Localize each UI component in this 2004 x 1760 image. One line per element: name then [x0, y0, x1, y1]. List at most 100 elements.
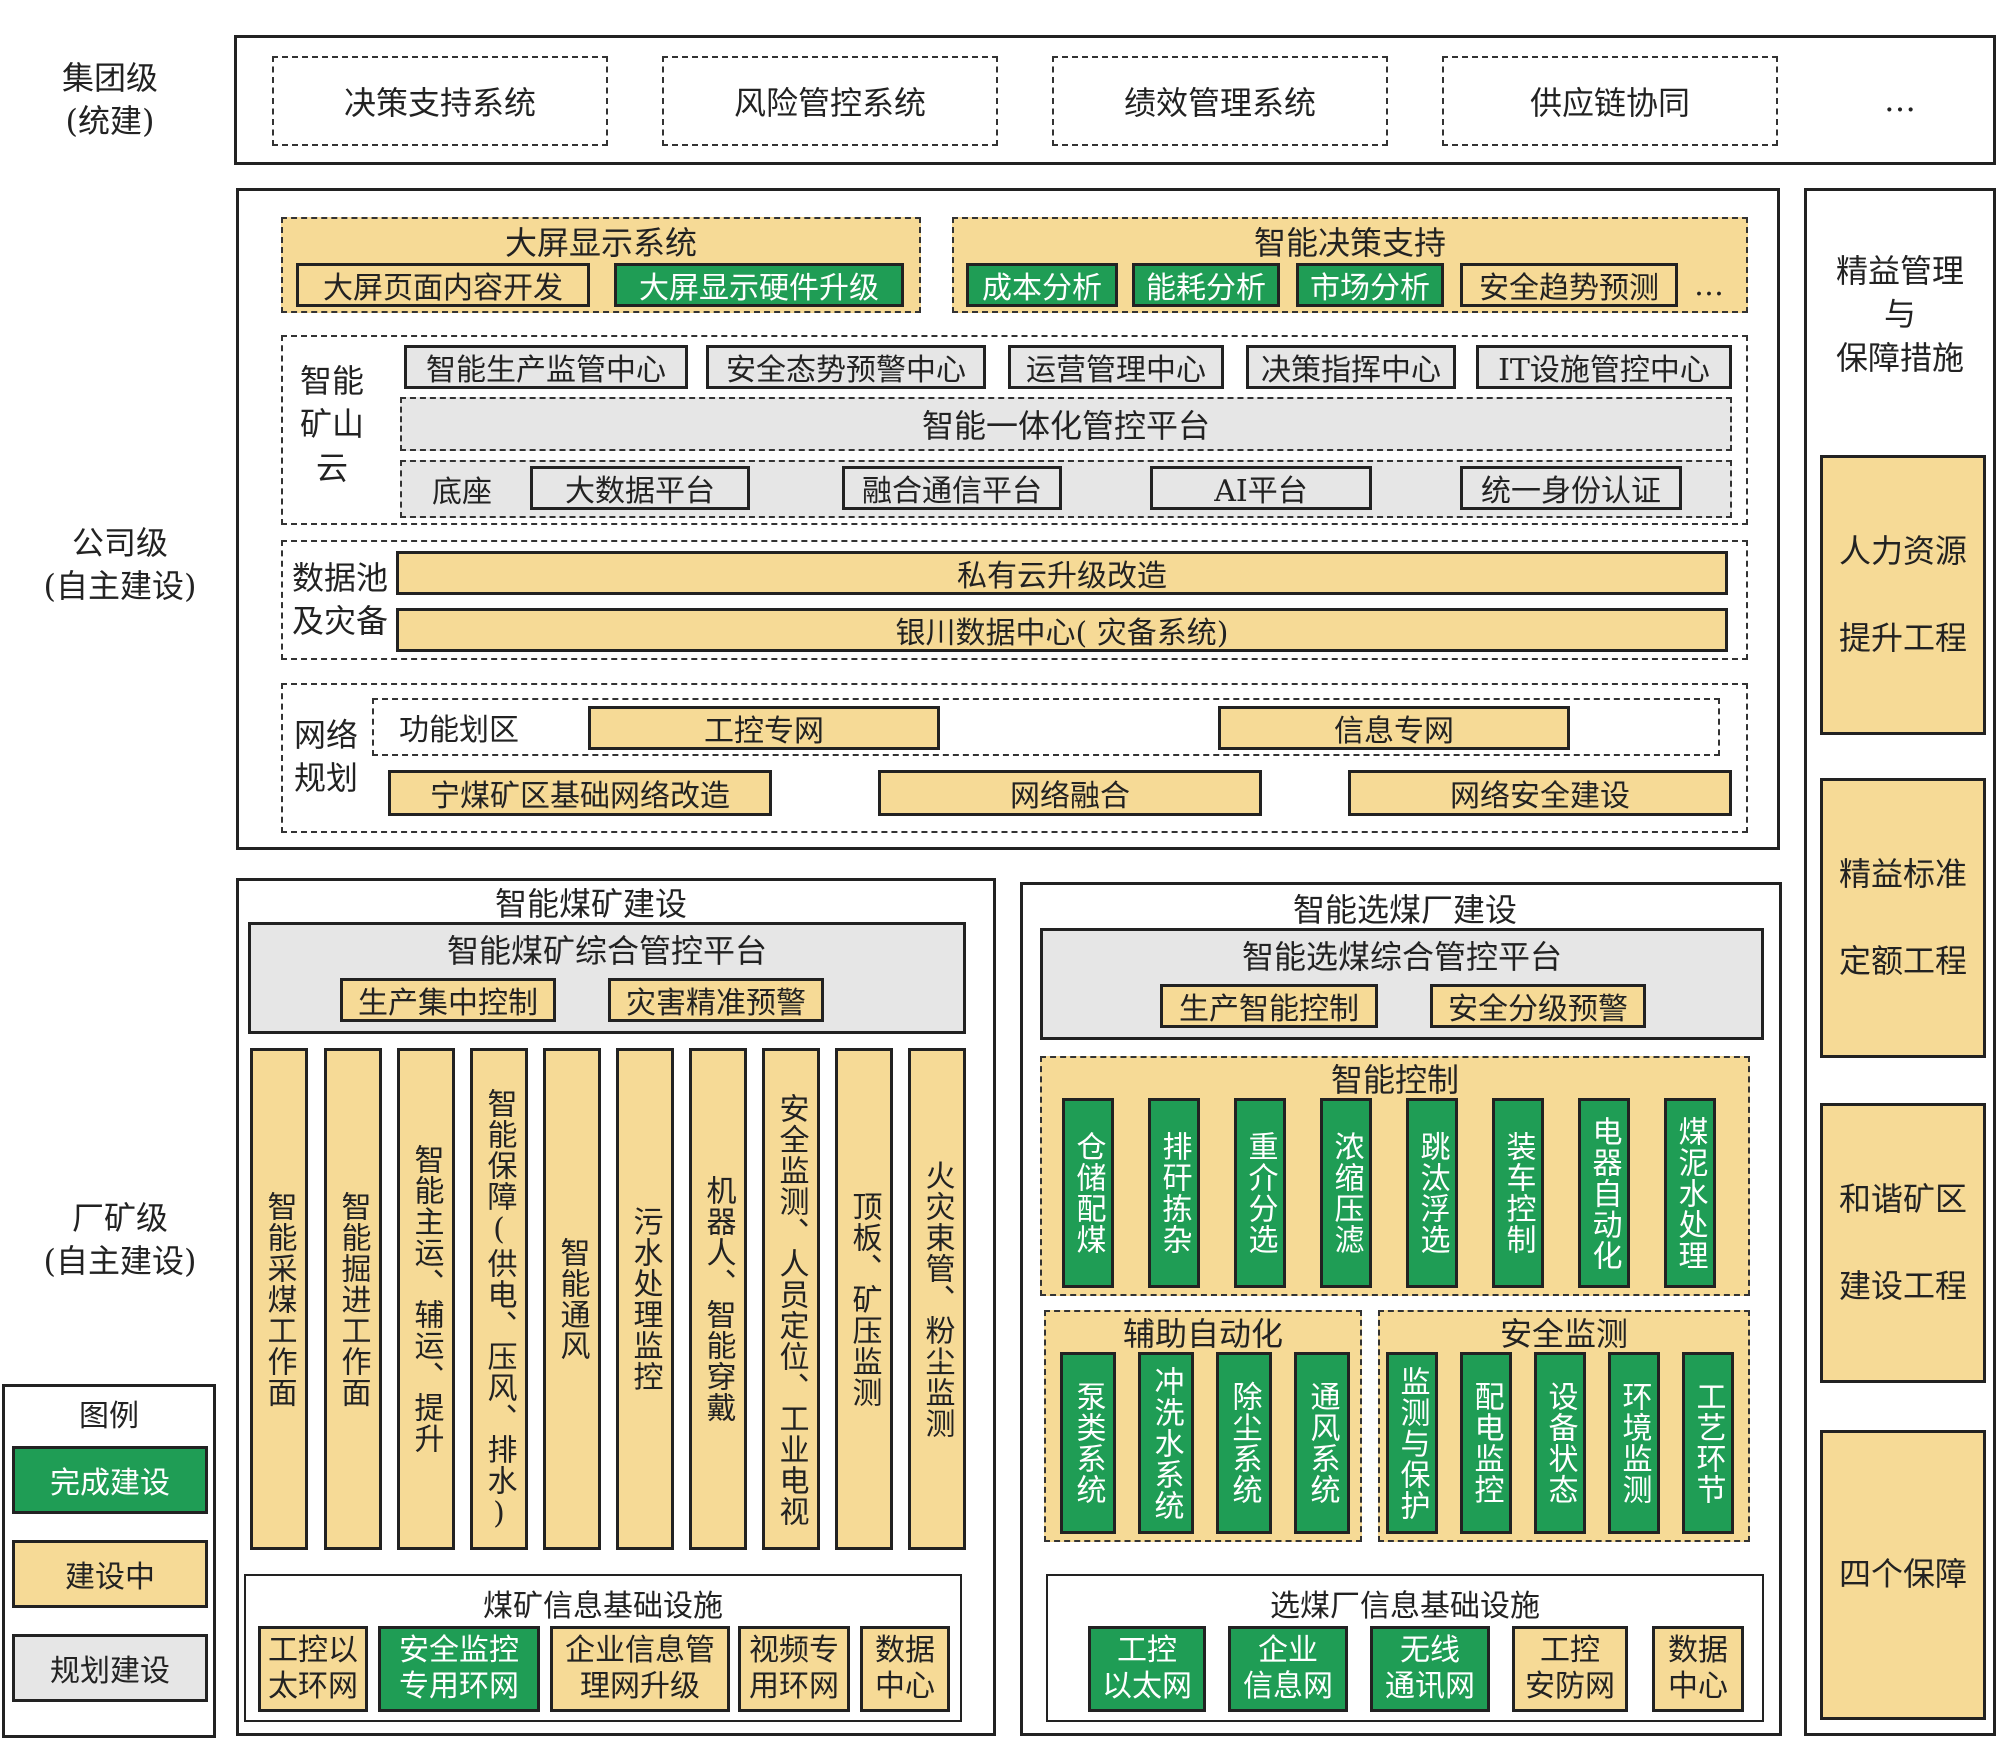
mine-cloud-label: 智能 矿山 云 [299, 362, 364, 487]
prep-infra-box [1046, 1574, 1764, 1722]
prep-plant-box [1020, 882, 1782, 1736]
legend-box [2, 1384, 216, 1738]
base-big-data: 大数据平台 [530, 466, 750, 510]
coal-centralized-control: 生产集中控制 [340, 978, 556, 1022]
coal-col-roof: 顶板、矿压监测 [835, 1048, 893, 1550]
network-security: 网络安全建设 [1348, 770, 1732, 816]
prep-infra-data-center: 数据 中心 [1652, 1626, 1744, 1712]
coal-col-heading-face: 智能掘进工作面 [324, 1048, 382, 1550]
coal-infra-box [244, 1574, 962, 1722]
group-system-decision: 决策支持系统 [272, 56, 608, 146]
decision-energy-analysis: 能耗分析 [1132, 263, 1280, 307]
prep-infra-title: 选煤厂信息基础设施 [1270, 1589, 1540, 1624]
decision-market-analysis: 市场分析 [1296, 263, 1444, 307]
zone-information-network: 信息专网 [1218, 706, 1570, 750]
lean-column [1804, 188, 1996, 1736]
base-ai-platform: AI平台 [1150, 466, 1372, 510]
coal-infra-ethernet: 工控以 太环网 [258, 1626, 368, 1712]
mine-cloud-group [281, 335, 1748, 525]
coal-infra-enterprise-net: 企业信息管 理网升级 [550, 1626, 730, 1712]
coal-infra-data-center: 数据 中心 [860, 1626, 950, 1712]
prep-plant-title: 智能选煤厂建设 [1292, 891, 1517, 929]
prep-platform-title: 智能选煤综合管控平台 [1241, 938, 1562, 976]
integrated-platform: 智能一体化管控平台 [400, 397, 1732, 451]
group-system-performance: 绩效管理系统 [1052, 56, 1388, 146]
coal-col-transport: 智能主运、辅运、提升 [397, 1048, 455, 1550]
prep-ctrl-jigging: 跳汰浮选 [1406, 1098, 1458, 1288]
network-group [281, 683, 1748, 833]
prep-infra-ethernet: 工控 以太网 [1088, 1626, 1206, 1712]
lean-harmony: 和谐矿区 建设工程 [1820, 1103, 1986, 1383]
center-operation: 运营管理中心 [1008, 345, 1224, 389]
lean-four-guarantees: 四个保障 [1820, 1430, 1986, 1720]
coal-disaster-warning: 灾害精准预警 [608, 978, 824, 1022]
decision-safety-trend: 安全趋势预测 [1460, 263, 1678, 307]
prep-aux-dust: 除尘系统 [1216, 1352, 1272, 1534]
legend-planned: 规划建设 [12, 1634, 208, 1702]
base-comm-platform: 融合通信平台 [842, 466, 1062, 510]
base-identity: 统一身份认证 [1460, 466, 1682, 510]
prep-ctrl-electrical: 电器自动化 [1578, 1098, 1630, 1288]
prep-ctrl-gangue: 排矸拣杂 [1148, 1098, 1200, 1288]
coal-col-sewage: 污水处理监控 [616, 1048, 674, 1550]
data-pool-group [281, 540, 1748, 660]
prep-safety-process: 工艺环节 [1682, 1352, 1734, 1534]
prep-ctrl-loading: 装车控制 [1492, 1098, 1544, 1288]
private-cloud-upgrade: 私有云升级改造 [396, 551, 1728, 595]
center-it: IT设施管控中心 [1476, 345, 1732, 389]
center-safety: 安全态势预警中心 [706, 345, 986, 389]
decision-cost-analysis: 成本分析 [966, 263, 1118, 307]
coal-col-support: 智能保障(供电、压风、排水) [470, 1048, 528, 1550]
coal-col-fire: 火灾束管、粉尘监测 [908, 1048, 966, 1550]
prep-safety-protection: 监测与保护 [1386, 1352, 1438, 1534]
prep-safety-equipment: 设备状态 [1534, 1352, 1586, 1534]
prep-infra-wireless: 无线 通讯网 [1370, 1626, 1490, 1712]
data-pool-label: 数据池 及灾备 [291, 558, 388, 640]
coal-mine-box [236, 878, 996, 1736]
prep-ctrl-dense-medium: 重介分选 [1234, 1098, 1286, 1288]
prep-safety-title: 安全监测 [1499, 1315, 1628, 1353]
prep-infra-security-net: 工控 安防网 [1512, 1626, 1628, 1712]
coal-col-safety-monitor: 安全监测、人员定位、工业电视 [762, 1048, 820, 1550]
prep-safety-environment: 环境监测 [1608, 1352, 1660, 1534]
coal-mine-platform-title: 智能煤矿综合管控平台 [446, 932, 767, 970]
coal-col-mining-face: 智能采煤工作面 [250, 1048, 308, 1550]
level-label-group: 集团级 (统建) [61, 58, 158, 140]
level-label-company: 公司级 (自主建设) [43, 523, 197, 605]
prep-safety-warning: 安全分级预警 [1430, 984, 1646, 1028]
big-screen-content-dev: 大屏页面内容开发 [296, 263, 590, 307]
function-zone-label: 功能划区 [399, 713, 519, 748]
decision-more: … [1694, 267, 1724, 303]
company-level-box [236, 188, 1780, 850]
coal-col-robot: 机器人、智能穿戴 [689, 1048, 747, 1550]
center-production: 智能生产监管中心 [404, 345, 688, 389]
lean-hr: 人力资源 提升工程 [1820, 455, 1986, 735]
prep-ctrl-storage: 仓储配煤 [1062, 1098, 1114, 1288]
smart-decision-title: 智能决策支持 [1253, 224, 1446, 262]
level-label-plant: 厂矿级 (自主建设) [43, 1198, 197, 1280]
prep-ctrl-thickening: 浓缩压滤 [1320, 1098, 1372, 1288]
prep-aux-title: 辅助自动化 [1122, 1315, 1283, 1353]
center-command: 决策指挥中心 [1246, 345, 1456, 389]
lean-standard: 精益标准 定额工程 [1820, 778, 1986, 1058]
prep-aux-pump: 泵类系统 [1060, 1352, 1116, 1534]
group-system-supply: 供应链协同 [1442, 56, 1778, 146]
zone-industrial-network: 工控专网 [588, 706, 940, 750]
prep-aux-ventilation: 通风系统 [1294, 1352, 1350, 1534]
coal-mine-title: 智能煤矿建设 [494, 885, 687, 923]
network-basic-upgrade: 宁煤矿区基础网络改造 [388, 770, 772, 816]
legend-building: 建设中 [12, 1540, 208, 1608]
prep-smart-control: 生产智能控制 [1160, 984, 1378, 1028]
base-label: 底座 [432, 475, 492, 510]
legend-title: 图例 [79, 1399, 139, 1434]
coal-infra-video-ring: 视频专 用环网 [738, 1626, 850, 1712]
group-level-box [234, 35, 1996, 165]
group-system-risk: 风险管控系统 [662, 56, 998, 146]
big-screen-hardware: 大屏显示硬件升级 [614, 263, 904, 307]
prep-infra-enterprise: 企业 信息网 [1228, 1626, 1348, 1712]
big-screen-title: 大屏显示系统 [504, 224, 697, 262]
yinchuan-data-center: 银川数据中心( 灾备系统) [396, 608, 1728, 652]
prep-ctrl-slime-water: 煤泥水处理 [1664, 1098, 1716, 1288]
network-label: 网络 规划 [293, 715, 358, 797]
legend-done: 完成建设 [12, 1446, 208, 1514]
